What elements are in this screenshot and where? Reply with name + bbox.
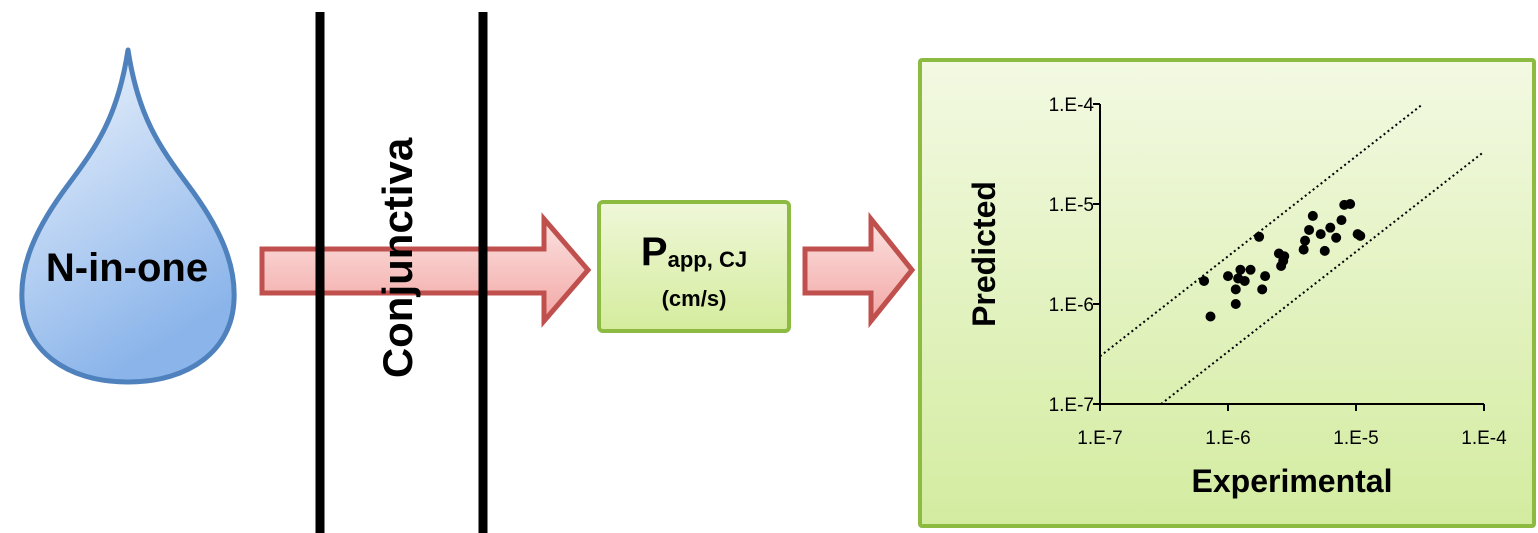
x-tick-labels: 1.E-7 1.E-6 1.E-5 1.E-4 (1077, 428, 1507, 449)
y-tick-label: 1.E-7 (1049, 395, 1094, 416)
papp-unit: (cm/s) (661, 286, 727, 311)
arrow-papp-to-chart (802, 211, 916, 329)
y-tick-label: 1.E-5 (1049, 195, 1094, 216)
fold-reference-line (1099, 103, 1424, 358)
papp-symbol: Papp, CJ (601, 230, 787, 275)
data-point (1279, 251, 1290, 262)
data-point (1245, 264, 1256, 275)
fold-reference-line (1160, 150, 1485, 405)
drop-icon (19, 47, 237, 385)
data-point (1230, 299, 1241, 309)
x-tick-label: 1.E-4 (1461, 428, 1507, 449)
data-point (1355, 230, 1366, 241)
x-axis-title: Experimental (1192, 463, 1393, 499)
x-tick-label: 1.E-5 (1333, 428, 1378, 449)
data-point (1307, 210, 1318, 221)
x-tick-label: 1.E-6 (1205, 428, 1250, 449)
membrane-label: Conjunctiva (374, 137, 421, 379)
data-point (1298, 244, 1309, 255)
data-points (1199, 199, 1366, 322)
y-tick-labels: 1.E-7 1.E-6 1.E-5 1.E-4 (1049, 95, 1095, 416)
data-point (1260, 271, 1271, 282)
data-point (1304, 224, 1315, 235)
data-point (1315, 229, 1326, 240)
data-point (1319, 245, 1330, 256)
data-point (1223, 271, 1233, 282)
drop-label: N-in-one (45, 246, 209, 290)
y-tick-label: 1.E-6 (1049, 295, 1094, 316)
data-point (1331, 232, 1342, 243)
papp-box: Papp, CJ (cm/s) (597, 200, 791, 333)
data-point (1254, 231, 1265, 242)
reference-lines (1099, 103, 1485, 405)
data-point (1345, 199, 1356, 209)
data-point (1239, 275, 1250, 286)
data-point (1300, 235, 1311, 246)
papp-main-letter: P (640, 230, 668, 274)
y-tick-label: 1.E-4 (1049, 95, 1095, 116)
data-point (1205, 311, 1216, 322)
papp-subscript: app, CJ (667, 247, 748, 272)
data-point (1257, 284, 1268, 295)
y-axis-title: Predicted (966, 181, 1002, 327)
data-point (1199, 275, 1210, 286)
data-point (1325, 222, 1336, 233)
data-point (1230, 284, 1241, 295)
chart-axes (1093, 103, 1485, 411)
data-point (1336, 215, 1347, 226)
data-point (1235, 264, 1246, 275)
arrow-drop-to-papp (259, 212, 592, 328)
x-tick-label: 1.E-7 (1077, 428, 1122, 449)
